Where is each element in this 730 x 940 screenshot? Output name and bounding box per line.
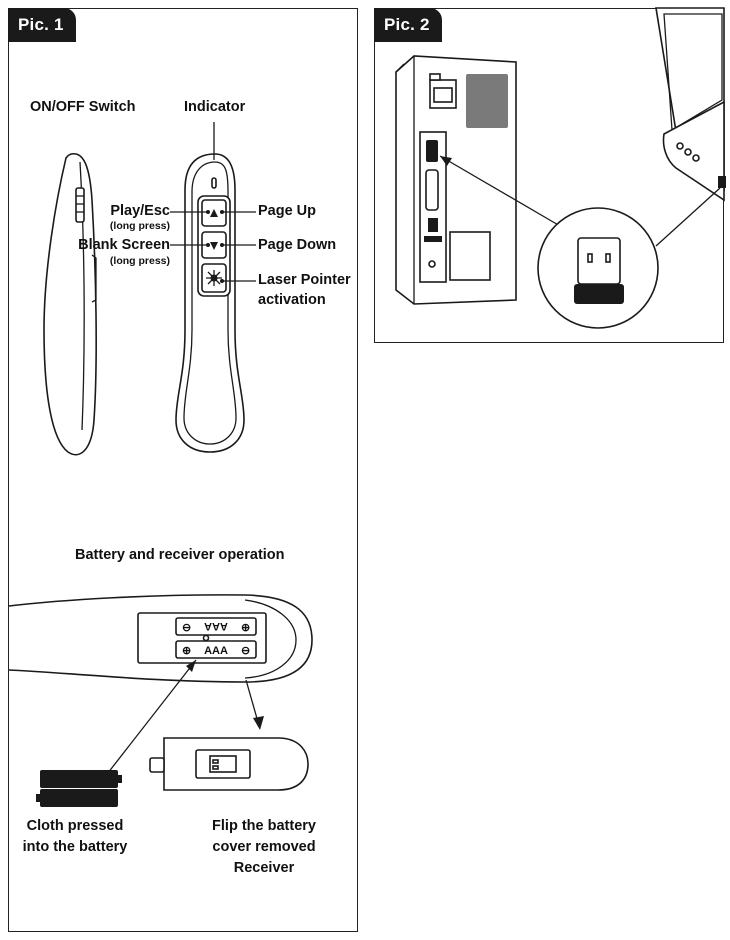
blank-screen-label: Blank Screen <box>78 237 170 253</box>
flip-label-line2: cover removed <box>212 839 316 855</box>
battery-bottom-label: AAA <box>204 645 228 657</box>
cloth-label-line2: into the battery <box>22 839 128 855</box>
page-up-label: Page Up <box>258 203 317 219</box>
laptop <box>655 7 726 202</box>
laser-activation-label: activation <box>258 292 326 308</box>
flip-label-line1: Flip the battery <box>212 818 316 834</box>
flip-label-line3: Receiver <box>233 860 295 876</box>
indicator-label: Indicator <box>184 99 246 115</box>
usb-receiver-closeup <box>577 237 621 285</box>
pc-tower <box>395 55 517 305</box>
battery-top-minus: ⊖ <box>182 622 191 634</box>
battery-bottom-minus: ⊖ <box>241 645 250 657</box>
play-esc-note: (long press) <box>109 220 170 232</box>
blank-screen-note: (long press) <box>109 255 170 267</box>
usb-receiver <box>149 737 309 791</box>
page-down-label: Page Down <box>258 237 337 253</box>
pic2-tab: Pic. 2 <box>374 8 442 42</box>
aaa-batteries <box>36 770 122 807</box>
presenter-front-view <box>175 153 245 453</box>
battery-bottom-plus: ⊕ <box>182 645 191 657</box>
battery-compartment-view: ⊖ ⊕ AAA ⊕ ⊖ AAA <box>8 594 313 683</box>
pic1-tab: Pic. 1 <box>8 8 76 42</box>
on-off-switch-label: ON/OFF Switch <box>30 99 136 115</box>
battery-top-label: AAA <box>204 620 228 632</box>
play-esc-label: Play/Esc <box>110 203 170 219</box>
cloth-label-line1: Cloth pressed <box>26 818 124 834</box>
battery-top-plus: ⊕ <box>241 622 250 634</box>
presenter-side-view <box>43 152 97 456</box>
laser-pointer-label: Laser Pointer <box>258 272 351 288</box>
battery-receiver-heading: Battery and receiver operation <box>75 547 285 563</box>
